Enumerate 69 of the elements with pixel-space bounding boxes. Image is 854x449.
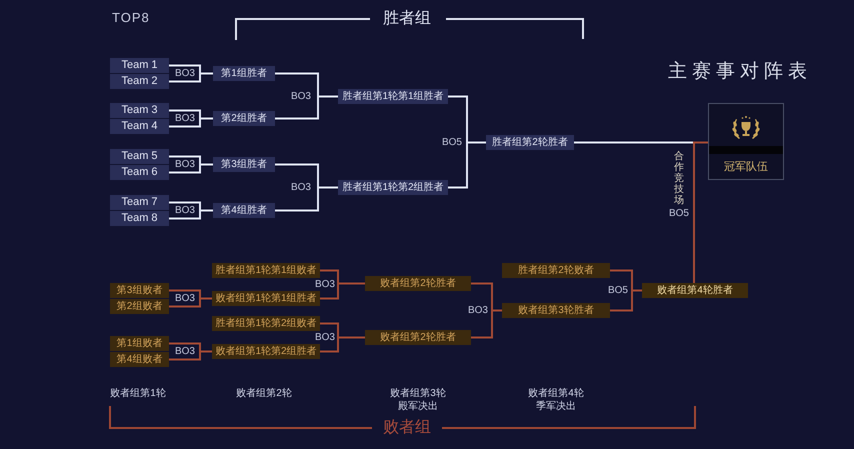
bracket-connector	[169, 164, 213, 174]
winner-slot: 第4组胜者	[213, 203, 275, 218]
match-format-label: BO3	[174, 68, 196, 80]
match-format-label: BO5	[606, 284, 629, 296]
bracket-connector	[610, 290, 642, 312]
match-format-label: BO5	[668, 208, 690, 220]
team-box: Team 7	[110, 195, 169, 210]
team-box: Team 4	[110, 119, 169, 134]
bracket-connector	[693, 142, 708, 283]
match-format-label: BO3	[174, 346, 196, 358]
round-label: 败者组第4轮	[527, 387, 585, 400]
match-format-label: BO3	[174, 292, 196, 304]
loser-slot: 胜者组第1轮第1组败者	[212, 263, 320, 278]
section-label: TOP8	[112, 10, 151, 26]
match-format-label: BO3	[466, 304, 489, 316]
section-heading: 胜者组	[382, 9, 432, 29]
loser-slot: 败者组第2轮胜者	[365, 276, 471, 291]
round-label: 季军决出	[535, 400, 577, 413]
team-box: Team 2	[110, 74, 169, 89]
loser-slot: 败者组第2轮胜者	[365, 330, 471, 345]
loser-slot: 败者组第1轮第2组胜者	[212, 344, 320, 359]
bracket-connector	[471, 310, 502, 338]
winner-slot: 第3组胜者	[213, 157, 275, 172]
vertical-label: 合作竞技场	[674, 151, 684, 207]
round-label: 败者组第3轮	[389, 387, 447, 400]
winner-slot: 胜者组第2轮胜者	[486, 135, 574, 150]
bracket-connector	[320, 282, 365, 300]
team-box: Team 6	[110, 165, 169, 180]
bracket-connector	[320, 336, 365, 352]
bracket-connector	[448, 142, 486, 188]
match-format-label: BO3	[174, 112, 196, 124]
round-label: 败者组第2轮	[235, 387, 293, 400]
loser-slot: 第4组败者	[110, 352, 169, 367]
bracket-connector	[169, 118, 213, 128]
bracket-connector	[275, 186, 338, 212]
team-box: Team 1	[110, 58, 169, 73]
round-label: 败者组第1轮	[109, 387, 167, 400]
match-format-label: BO3	[290, 182, 312, 194]
bracket-connector	[169, 350, 212, 360]
team-box: Team 5	[110, 149, 169, 164]
match-format-label: BO3	[314, 279, 336, 290]
winner-slot: 胜者组第1轮第1组胜者	[338, 89, 448, 104]
team-box: Team 3	[110, 103, 169, 118]
bracket-connector	[169, 210, 213, 220]
loser-slot: 败者组第4轮胜者	[642, 283, 748, 298]
bracket-connector	[169, 72, 213, 82]
champion-label: 冠军队伍	[724, 160, 768, 173]
match-format-label: BO3	[174, 204, 196, 216]
loser-slot: 第1组败者	[110, 336, 169, 351]
match-format-label: BO5	[440, 136, 463, 148]
match-format-label: BO3	[174, 158, 196, 170]
round-label: 殿军决出	[397, 400, 439, 413]
match-format-label: BO3	[290, 90, 312, 102]
winner-slot: 第2组胜者	[213, 111, 275, 126]
match-format-label: BO3	[314, 332, 336, 343]
champion-box	[708, 103, 784, 180]
team-box: Team 8	[110, 211, 169, 226]
winner-slot: 第1组胜者	[213, 66, 275, 81]
loser-slot: 败者组第3轮胜者	[502, 303, 610, 318]
loser-slot: 第2组败者	[110, 299, 169, 314]
loser-slot: 胜者组第2轮败者	[502, 263, 610, 278]
loser-slot: 败者组第1轮第1组胜者	[212, 291, 320, 306]
title: 主赛事对阵表	[668, 60, 813, 84]
loser-slot: 第3组败者	[110, 283, 169, 298]
bracket-connector	[275, 96, 338, 120]
section-heading: 败者组	[382, 418, 432, 438]
bracket-connector	[169, 298, 212, 308]
winner-slot: 胜者组第1轮第2组胜者	[338, 180, 448, 195]
loser-slot: 胜者组第1轮第2组败者	[212, 316, 320, 331]
